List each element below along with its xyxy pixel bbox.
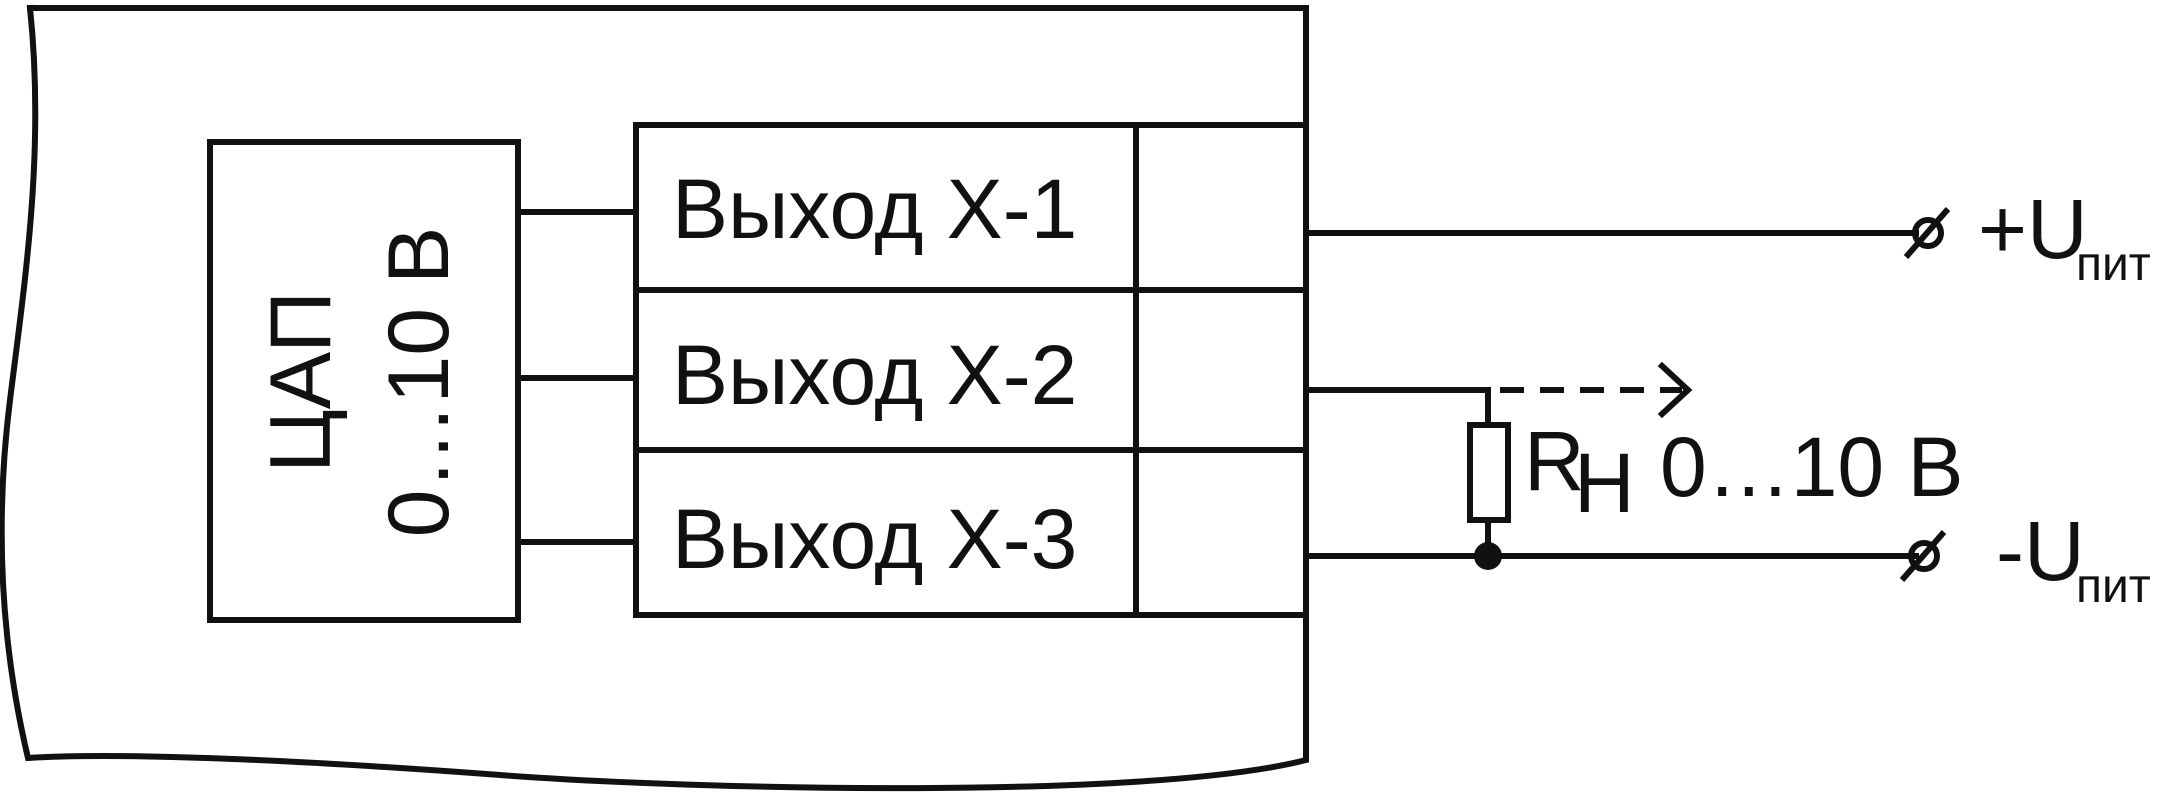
output-2-label: Выход Х-2 (672, 328, 1077, 422)
svg-text:Н: Н (1574, 436, 1635, 530)
supply-minus-label: -U пит (1996, 504, 2151, 613)
output-1-label: Выход Х-1 (672, 162, 1077, 256)
svg-text:пит: пит (2076, 238, 2151, 291)
device-housing (0, 4, 1309, 792)
junction-dot (1474, 542, 1502, 570)
terminal-minus (1899, 530, 1947, 582)
svg-text:пит: пит (2076, 560, 2151, 613)
output-terminal-block (633, 122, 1309, 618)
output-2-wire (1303, 387, 1491, 428)
svg-text:R: R (1524, 414, 1585, 508)
dac-range: 0…10 В (371, 227, 467, 538)
load-resistor (1467, 422, 1511, 523)
svg-text:+U: +U (1978, 182, 2088, 276)
load-resistor-label: R Н (1524, 414, 1635, 530)
measurement-arrowhead (1657, 361, 1693, 419)
terminal-plus (1903, 207, 1951, 259)
svg-text:-U: -U (1996, 504, 2085, 598)
dac-title: ЦАП (253, 291, 349, 473)
load-voltage-label: 0…10 В (1660, 420, 1964, 514)
supply-plus-label: +U пит (1978, 182, 2151, 291)
output-3-label: Выход Х-3 (672, 492, 1077, 586)
